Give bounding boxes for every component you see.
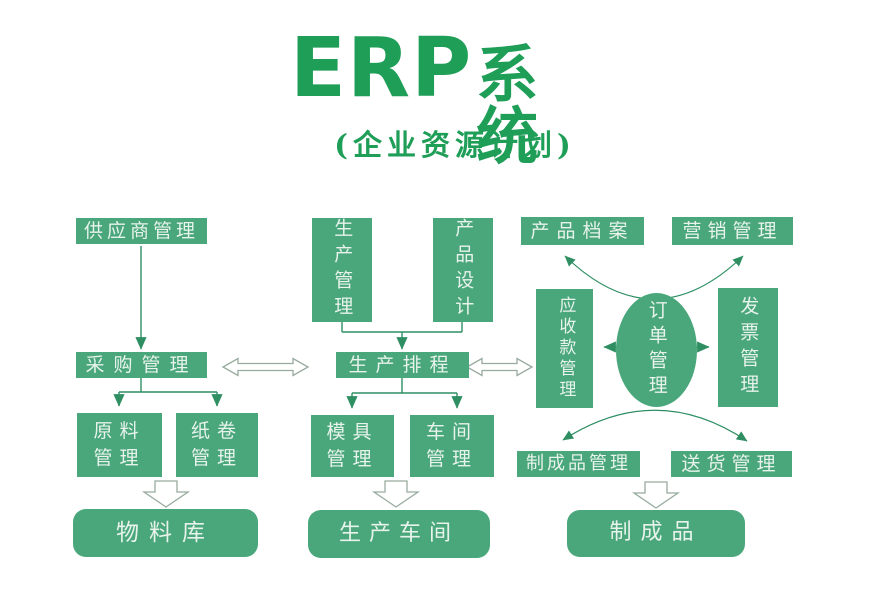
double-arrow-purchase-scheduling	[221, 357, 310, 377]
arc-order-to-finishedmgmt-and-delivery	[562, 409, 748, 442]
node-invoice-management: 发票管理	[718, 288, 778, 407]
node-material-store: 物料库	[73, 509, 258, 557]
node-marketing-management: 营销管理	[672, 217, 793, 245]
node-receivables-management: 应收款管理	[536, 289, 593, 408]
node-production-management: 生产管理	[312, 218, 372, 322]
branch-purchase-children	[119, 378, 217, 393]
title-latin: ERP	[290, 21, 473, 116]
node-delivery-management: 送货管理	[671, 451, 792, 477]
node-order-management-ellipse: 订单管理	[616, 293, 697, 407]
double-arrow-scheduling-receivables	[465, 357, 534, 377]
branch-into-scheduling	[341, 322, 463, 333]
node-product-design: 产品设计	[433, 218, 493, 322]
node-raw-material-management: 原料 管理	[77, 413, 162, 477]
node-production-workshop: 生产车间	[308, 510, 490, 558]
branch-scheduling-children	[352, 378, 457, 394]
block-arrow-to-material-store	[141, 480, 191, 508]
block-arrow-to-finished-goods	[631, 481, 681, 509]
block-arrow-to-production-workshop	[371, 480, 421, 508]
node-supplier-management: 供应商管理	[76, 218, 207, 244]
node-finished-goods: 制成品	[567, 510, 745, 557]
node-product-archive: 产品档案	[521, 217, 644, 245]
node-paper-roll-management: 纸卷 管理	[176, 413, 258, 477]
title-cjk: 系统	[476, 38, 555, 173]
node-mold-management: 模具 管理	[311, 415, 394, 477]
node-purchase-management: 采购管理	[76, 352, 207, 378]
page-title: ERP 系统	[290, 28, 620, 168]
node-production-scheduling: 生产排程	[336, 352, 469, 378]
node-workshop-management: 车间 管理	[410, 415, 494, 477]
node-finished-goods-management: 制成品管理	[517, 451, 640, 477]
page-subtitle: (企业资源计划)	[334, 128, 576, 162]
